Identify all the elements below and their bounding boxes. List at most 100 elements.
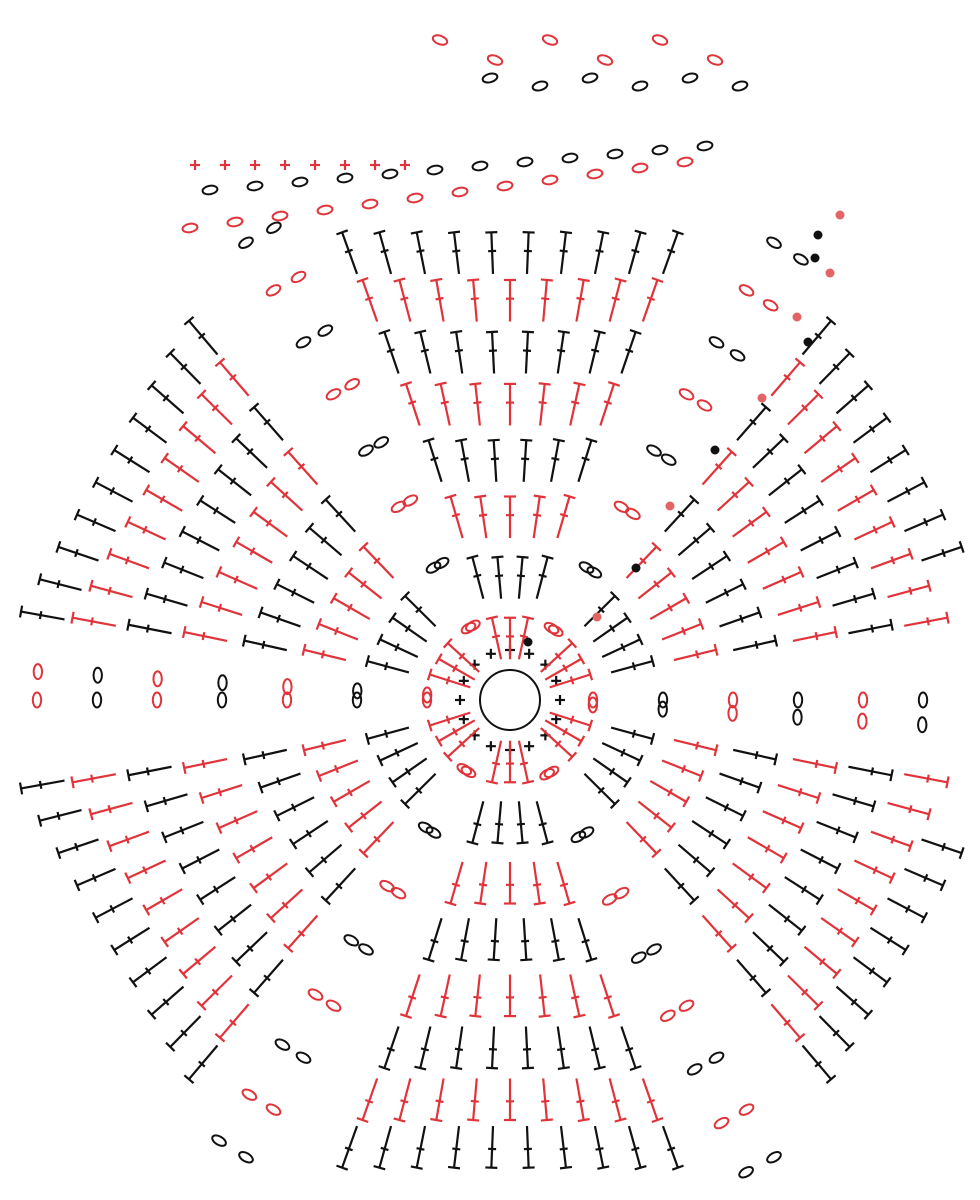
double-crochet-icon: [608, 1078, 627, 1123]
double-crochet-icon: [91, 476, 134, 503]
double-crochet-icon: [422, 917, 443, 963]
double-crochet-icon: [787, 974, 824, 1011]
chain-stitch-icon: [631, 80, 649, 92]
chain-stitch-icon: [151, 691, 163, 709]
double-crochet-icon: [214, 357, 250, 397]
double-crochet-icon: [160, 917, 200, 948]
chain-stitch-icon: [290, 270, 307, 284]
double-crochet-icon: [37, 573, 82, 592]
double-crochet-icon: [364, 726, 410, 745]
chain-stitch-icon: [606, 148, 624, 160]
double-crochet-icon: [161, 556, 204, 580]
chain-stitch-icon: [581, 72, 599, 84]
double-crochet-icon: [491, 555, 504, 599]
double-crochet-icon: [904, 508, 947, 533]
double-crochet-icon: [544, 653, 586, 681]
double-crochet-icon: [792, 625, 839, 643]
chain-stitch-icon: [201, 184, 219, 196]
chain-stitch-icon: [351, 691, 363, 709]
double-crochet-icon: [213, 903, 252, 937]
single-crochet-icon: [485, 741, 496, 752]
double-crochet-icon: [869, 926, 910, 956]
chain-stitch-icon: [358, 444, 374, 457]
double-crochet-icon: [196, 876, 236, 906]
double-crochet-icon: [661, 759, 705, 782]
double-crochet-icon: [835, 380, 874, 415]
double-crochet-icon: [196, 389, 233, 426]
double-crochet-icon: [315, 759, 359, 782]
double-crochet-icon: [816, 556, 859, 580]
double-crochet-icon: [816, 820, 859, 844]
double-crochet-icon: [142, 888, 183, 916]
double-crochet-icon: [215, 810, 258, 834]
chain-stitch-icon: [216, 691, 228, 709]
chain-stitch-icon: [307, 988, 324, 1001]
chain-stitch-icon: [246, 180, 264, 192]
double-crochet-icon: [128, 412, 168, 444]
double-crochet-icon: [146, 985, 185, 1020]
double-crochet-icon: [414, 329, 432, 374]
double-crochet-icon: [55, 838, 99, 860]
double-crochet-icon: [376, 633, 419, 659]
double-crochet-icon: [522, 1126, 535, 1169]
double-crochet-icon: [198, 784, 243, 805]
double-crochet-icon: [161, 820, 204, 844]
double-crochet-icon: [88, 801, 133, 821]
chain-stitch-icon: [646, 444, 662, 457]
double-crochet-icon: [747, 536, 788, 564]
double-crochet-icon: [110, 444, 151, 474]
chain-stitch-icon: [676, 156, 694, 168]
chain-stitch-icon: [181, 222, 199, 234]
double-crochet-icon: [466, 801, 485, 846]
double-crochet-icon: [583, 772, 620, 810]
chain-stitch-icon: [738, 1103, 755, 1116]
double-crochet-icon: [649, 780, 691, 808]
chain-stitch-icon: [729, 349, 746, 362]
double-crochet-icon: [485, 615, 503, 660]
chain-stitch-icon: [917, 716, 928, 734]
single-crochet-icon: [280, 160, 290, 170]
double-crochet-icon: [516, 555, 529, 599]
double-crochet-icon: [848, 618, 894, 635]
double-crochet-icon: [241, 634, 288, 652]
double-crochet-icon: [288, 550, 329, 580]
double-crochet-icon: [37, 808, 82, 827]
double-crochet-icon: [593, 1125, 610, 1170]
double-crochet-icon: [853, 859, 896, 884]
chain-stitch-icon: [274, 1038, 291, 1051]
double-crochet-icon: [336, 1125, 359, 1171]
chain-stitch-icon: [344, 378, 360, 391]
chain-stitch-icon: [91, 691, 103, 709]
double-crochet-icon: [569, 974, 586, 1019]
double-crochet-icon: [625, 541, 662, 579]
chain-stitch-icon: [708, 1051, 725, 1064]
chain-stitch-icon: [406, 192, 424, 204]
double-crochet-icon: [181, 625, 228, 643]
chain-stitch-icon: [792, 708, 803, 726]
double-crochet-icon: [196, 494, 236, 524]
double-crochet-icon: [486, 1026, 499, 1070]
chain-stitch-icon: [271, 210, 289, 222]
chain-stitch-icon: [570, 830, 587, 844]
double-crochet-icon: [241, 748, 288, 766]
double-crochet-icon: [818, 1015, 855, 1052]
double-crochet-icon: [752, 931, 789, 967]
double-crochet-icon: [593, 230, 610, 275]
chain-stitch-icon: [766, 236, 782, 249]
double-crochet-icon: [535, 554, 554, 599]
double-crochet-icon: [393, 277, 412, 322]
chain-stitch-icon: [713, 1116, 730, 1130]
slip-stitch-icon: [810, 253, 820, 263]
double-crochet-icon: [705, 578, 747, 604]
double-crochet-icon: [434, 653, 476, 681]
double-crochet-icon: [549, 918, 565, 962]
double-crochet-icon: [517, 615, 535, 660]
chain-stitch-icon: [456, 763, 473, 776]
double-crochet-icon: [852, 412, 892, 444]
single-crochet-icon: [190, 160, 200, 170]
double-crochet-icon: [450, 329, 464, 374]
single-crochet-icon: [370, 160, 380, 170]
double-crochet-icon: [165, 1015, 202, 1052]
chain-stitch-icon: [586, 566, 603, 579]
double-crochet-icon: [336, 229, 359, 275]
